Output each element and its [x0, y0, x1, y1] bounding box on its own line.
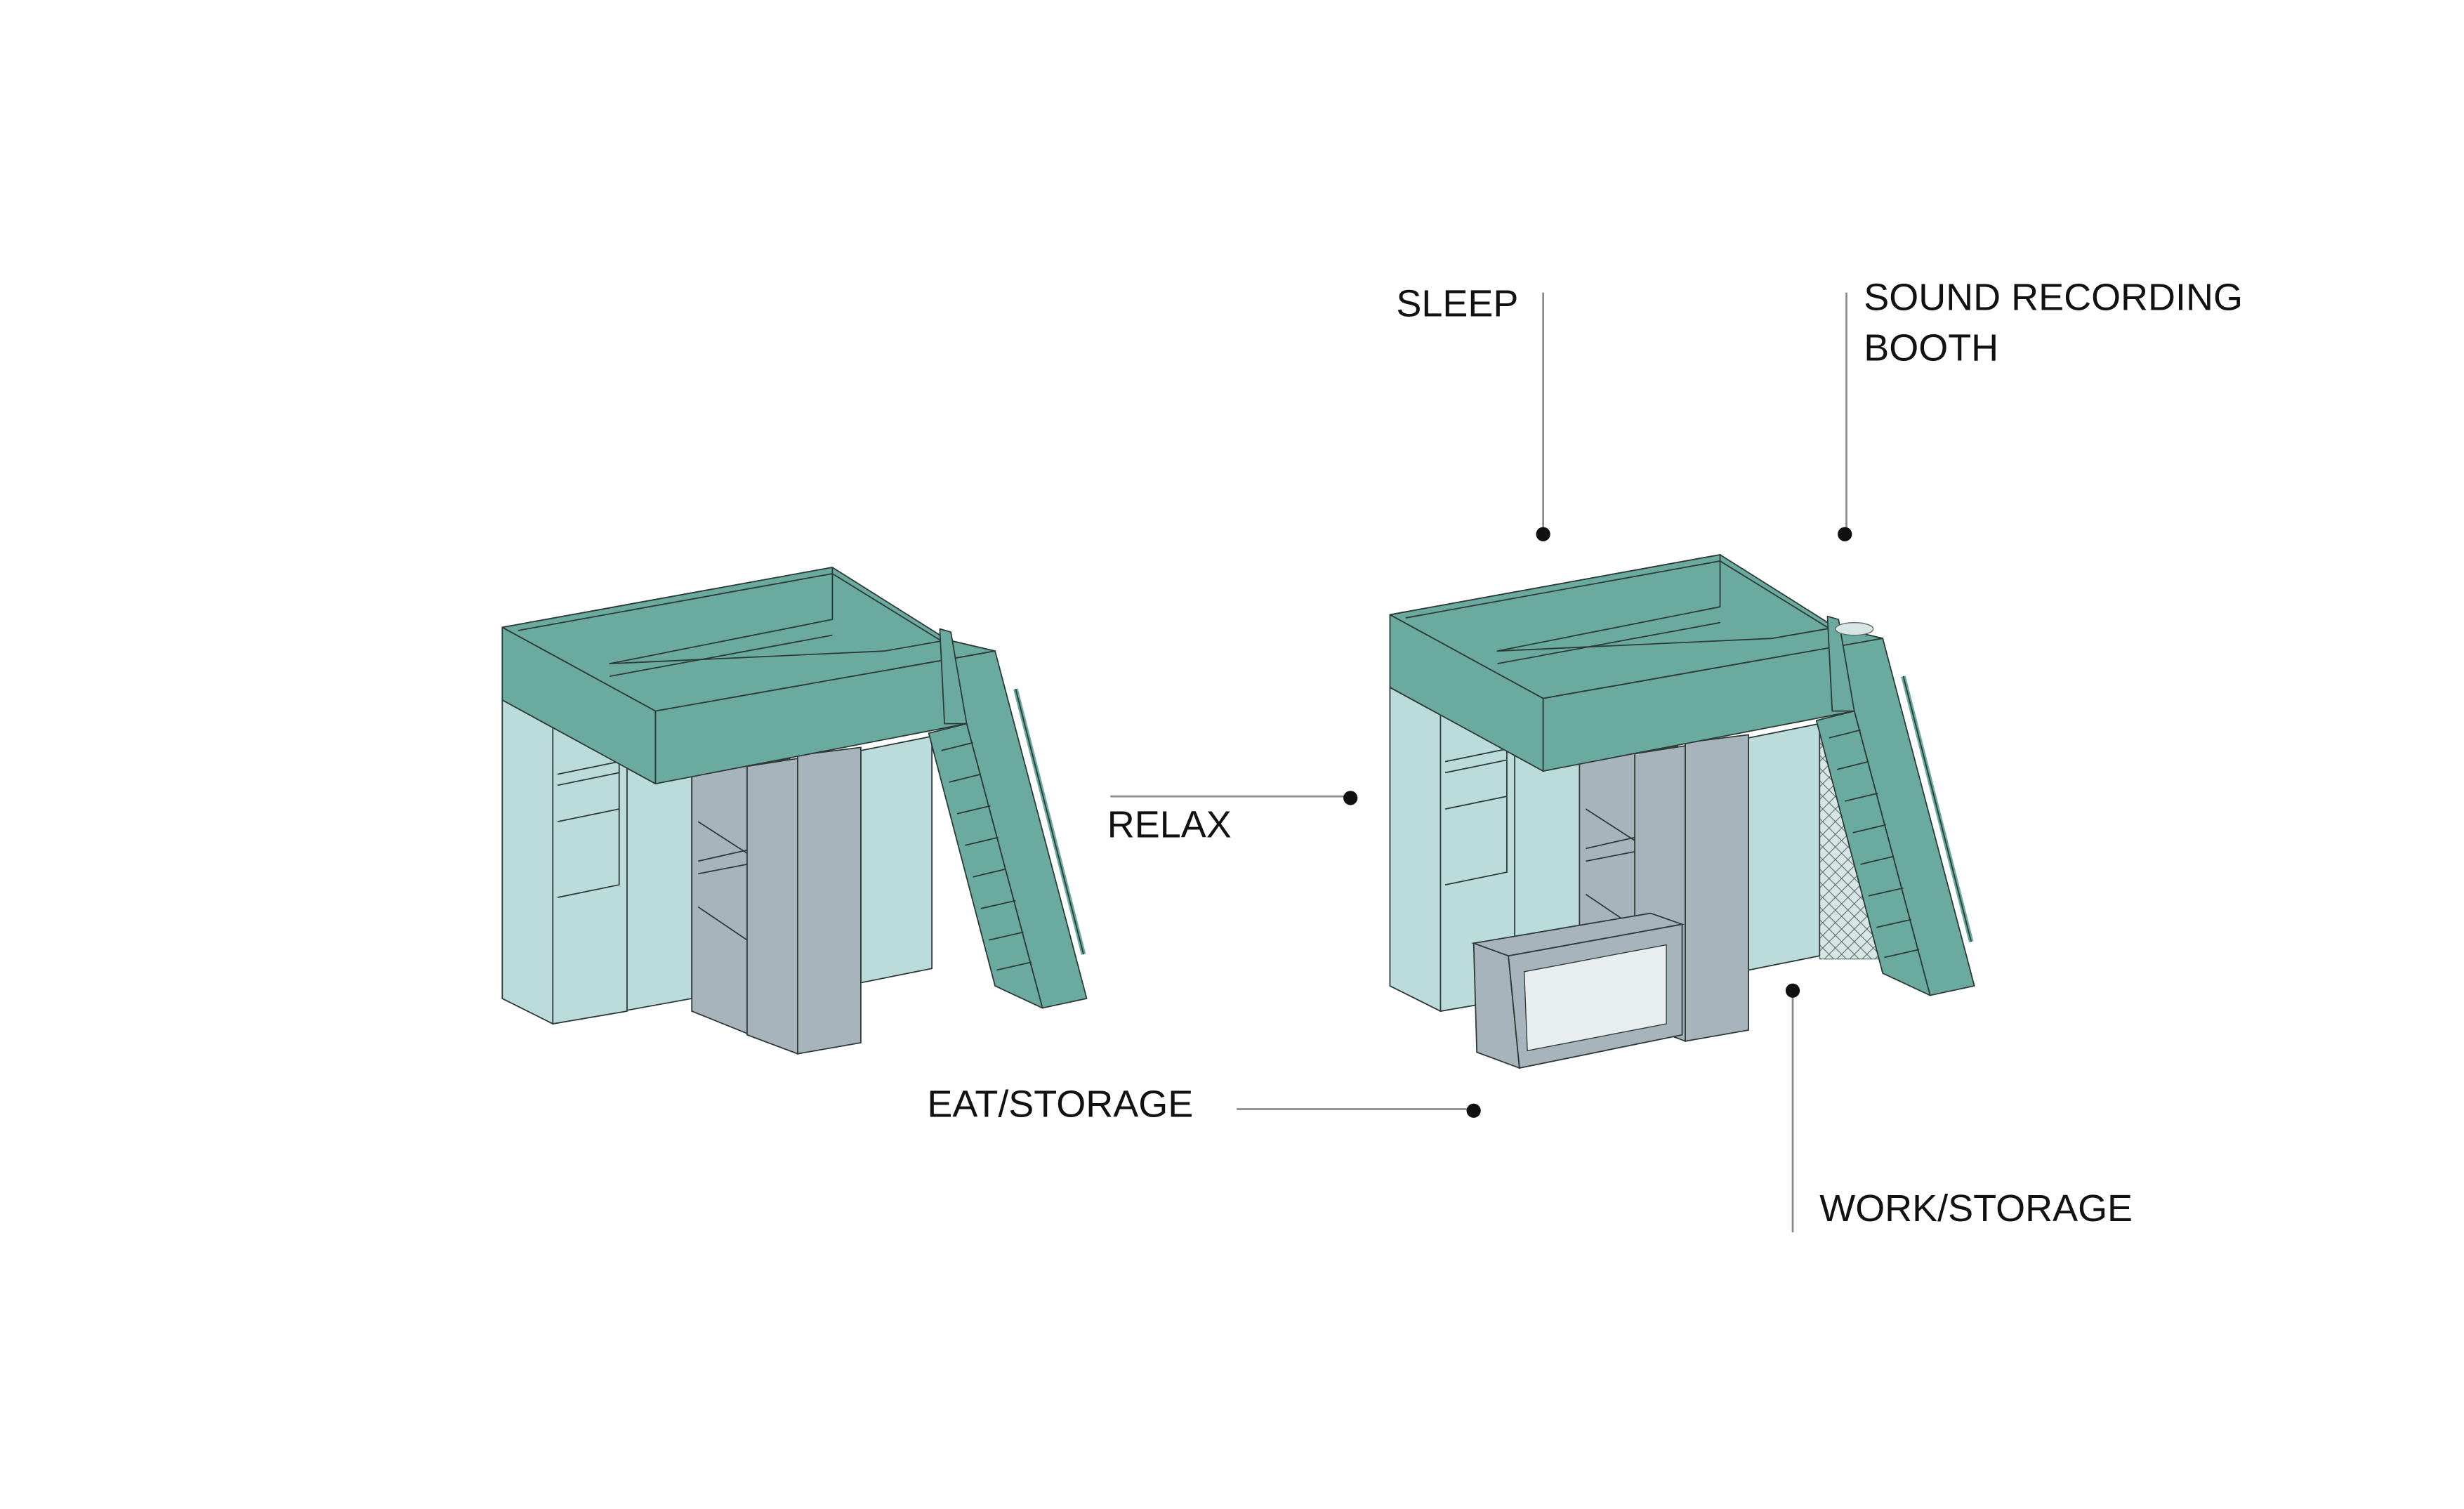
callout-relax: RELAX — [1107, 791, 1358, 846]
label-sound-booth-1: SOUND RECORDING — [1864, 276, 2243, 318]
label-relax: RELAX — [1107, 804, 1232, 846]
label-eat-storage: EAT/STORAGE — [927, 1083, 1193, 1126]
callout-work-storage: WORK/STORAGE — [1785, 983, 2133, 1232]
label-sound-booth-2: BOOTH — [1864, 327, 1998, 369]
loft-bed-closed — [502, 567, 1086, 1054]
loft-bed-open — [1390, 555, 1974, 1041]
booth-top — [1835, 622, 1874, 636]
callout-sound-booth: SOUND RECORDING BOOTH — [1838, 276, 2243, 541]
pull-out-table — [1471, 912, 1685, 1069]
label-sleep: SLEEP — [1396, 282, 1518, 324]
label-work-storage: WORK/STORAGE — [1819, 1187, 2133, 1230]
callout-sleep: SLEEP — [1396, 282, 1550, 541]
callout-eat-storage: EAT/STORAGE — [927, 1083, 1481, 1126]
